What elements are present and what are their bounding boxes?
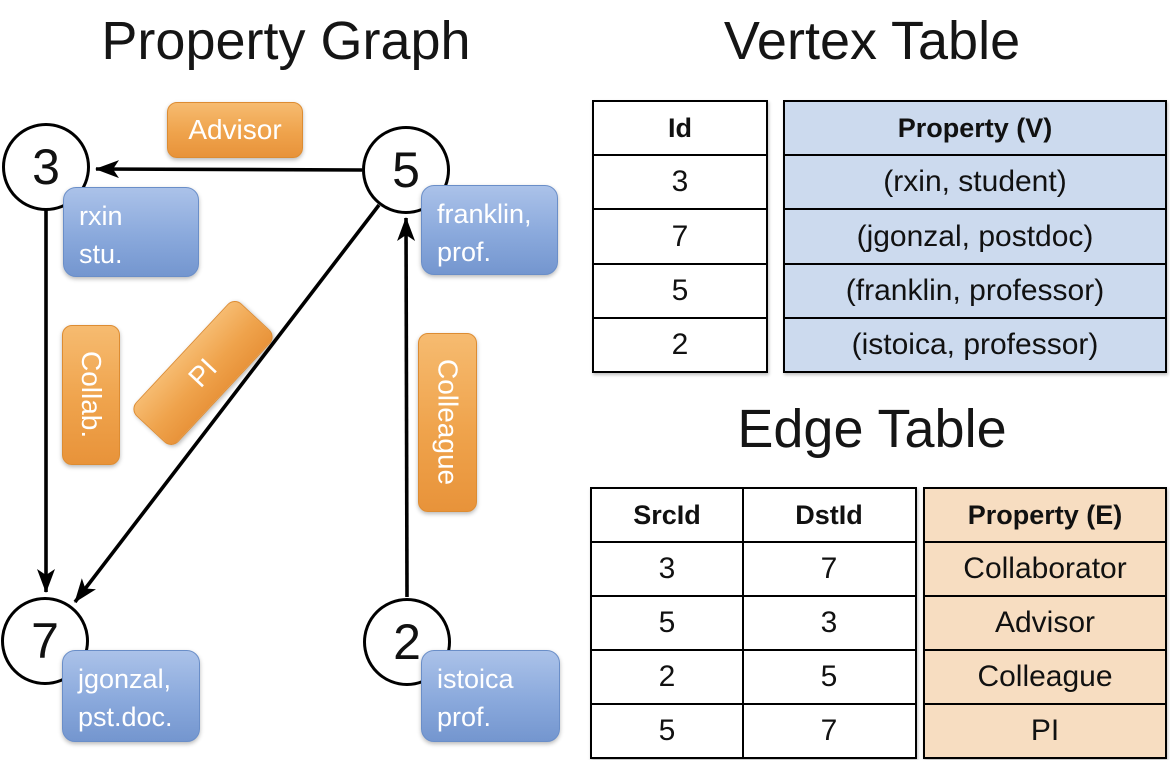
edge-table-srcid-header: SrcId	[633, 499, 701, 530]
edge-table-srcid-cell: 2	[658, 660, 676, 693]
edge-table-property-header: Property (E)	[967, 499, 1123, 530]
vertex-table-property-cell: (jgonzal, postdoc)	[785, 208, 1165, 262]
edge-table-dstid-header: DstId	[741, 489, 915, 541]
edge-table-ids-row: 5 7	[592, 703, 915, 757]
graph-edges-layer	[37, 160, 416, 604]
edge-table-ids-header-row: SrcId DstId	[592, 489, 915, 541]
node-7-id: 7	[31, 613, 59, 669]
vertex-table-id-column: Id 3 7 5 2	[592, 100, 768, 373]
edge-label-advisor: Advisor	[167, 102, 303, 158]
edge-table-property-column: Property (E) Collaborator Advisor Collea…	[923, 487, 1167, 759]
edge-table-property-cell: Advisor	[925, 595, 1165, 649]
node-3-id: 3	[32, 139, 60, 195]
vertex-table-property-cell: (franklin, professor)	[785, 262, 1165, 317]
node-7-property-line1: jgonzal,	[78, 664, 172, 694]
node-7-property-line2: pst.doc.	[78, 702, 173, 733]
edge-table-property-cell: PI	[925, 703, 1165, 757]
node-5-id: 5	[392, 142, 420, 198]
vertex-table-property-cell: (rxin, student)	[785, 154, 1165, 208]
node-2-id: 2	[393, 614, 421, 670]
node-2-property-line2: prof.	[437, 702, 492, 733]
edge-2-to-5-arrow	[397, 217, 416, 598]
node-3-property-box: rxin stu.	[63, 187, 199, 277]
edge-table-ids-row: 5 3	[592, 595, 915, 649]
vertex-table-title: Vertex Table	[723, 11, 1021, 71]
vertex-table-id-cell: 2	[594, 316, 766, 371]
edge-table-ids-row: 3 7	[592, 541, 915, 595]
edge-table-title: Edge Table	[737, 399, 1007, 459]
edge-table-dstid-cell: 7	[741, 705, 915, 757]
edge-label-colleague: Colleague	[418, 333, 477, 512]
edge-table-ids-columns: SrcId DstId 3 7 5 3 2 5 5 7	[590, 487, 917, 759]
edge-table-ids-row: 2 5	[592, 649, 915, 703]
edge-5-to-3-arrow	[95, 160, 363, 179]
vertex-table-id-cell: 7	[594, 208, 766, 262]
edge-table-srcid-cell: 5	[658, 714, 676, 747]
vertex-table-id-cell: 3	[594, 154, 766, 208]
node-5-property-line1: franklin,	[437, 199, 532, 229]
node-5-property-line2: prof.	[437, 237, 492, 268]
property-graph-title: Property Graph	[101, 11, 471, 71]
edge-table-property-cell: Colleague	[925, 649, 1165, 703]
graph-node-2: 2	[363, 598, 451, 686]
node-3-property-line1: rxin	[79, 201, 123, 231]
edge-table-dstid-cell: 5	[741, 651, 915, 703]
node-7-property-box: jgonzal, pst.doc.	[62, 650, 200, 742]
edge-label-collab: Collab.	[62, 325, 120, 465]
node-3-property-line2: stu.	[79, 239, 123, 270]
edge-table-srcid-cell: 3	[658, 552, 676, 585]
edge-table-property-cell: Collaborator	[925, 541, 1165, 595]
edge-5-to-7-arrow	[73, 203, 381, 604]
edge-table-dstid-cell: 7	[741, 543, 915, 595]
vertex-table-id-header: Id	[668, 112, 692, 143]
node-5-property-box: franklin, prof.	[421, 185, 558, 275]
vertex-table-property-cell: (istoica, professor)	[785, 316, 1165, 371]
graph-node-5: 5	[362, 126, 450, 214]
edge-table-dstid-cell: 3	[741, 597, 915, 649]
node-2-property-line1: istoica	[437, 664, 514, 694]
vertex-table-id-cell: 5	[594, 262, 766, 317]
vertex-table-property-column: Property (V) (rxin, student) (jgonzal, p…	[783, 100, 1167, 373]
node-2-property-box: istoica prof.	[421, 650, 560, 742]
edge-table-srcid-cell: 5	[658, 606, 676, 639]
vertex-table-property-header: Property (V)	[897, 112, 1053, 143]
